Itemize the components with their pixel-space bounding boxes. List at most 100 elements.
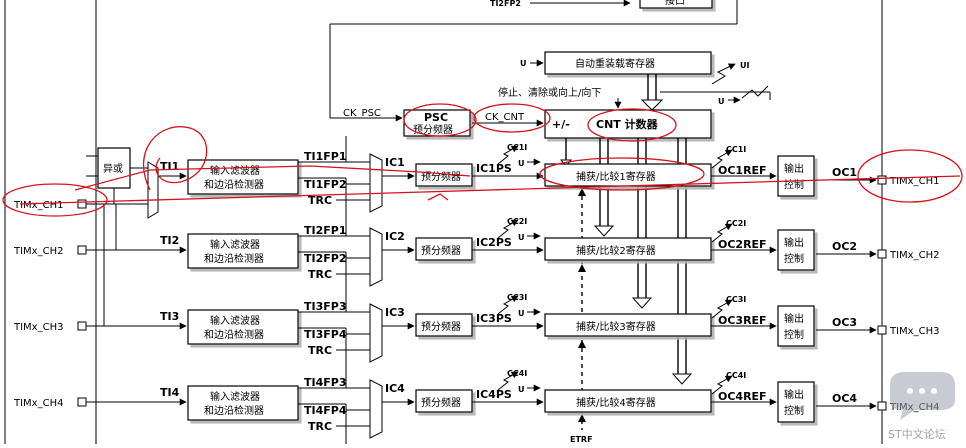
output-control-ch4 [777,381,815,423]
cc-out-zigzag-ch2 [711,223,733,243]
ic-mux-ch2 [369,227,383,287]
top-ti2fp2-label: TI2FP2 [490,0,521,8]
fp-a-label-ch2: TI2FP1 [304,224,346,237]
prescaler-box-ch4 [415,389,473,413]
trc-label-ch3: TRC [308,344,332,357]
red-circle-cnt [587,108,677,142]
capture-register-label-ch4: 捕获/比较4寄存器 [576,396,656,409]
output-ctrl-label2-ch3: 控制 [784,328,804,341]
filter-box-ch4 [187,385,299,421]
pin-label-ch3: TIMx_CH3 [13,322,63,333]
ic-label-ch1: IC1 [385,156,405,169]
cc-u-label-ch1: U [518,159,525,168]
red-circle-ch1-out [857,149,963,203]
fp-a-label-ch4: TI4FP3 [304,376,346,389]
red-circle-ti1 [143,126,208,191]
ti-label-ch1: TI1 [160,160,179,173]
psc-title: PSC [424,111,448,124]
cnt-title: CNT 计数器 [596,117,659,131]
output-control-ch3 [777,305,815,347]
oc-label-ch3: OC3 [832,316,857,329]
cc-out-label-ch4: CC4I [726,371,746,380]
red-line-through-ch1 [19,175,961,205]
cc-out-zigzag-ch3 [711,299,733,319]
ui-label: UI [740,61,749,70]
etrf-arrow-3 [578,340,586,348]
fp-a-label-ch3: TI3FP3 [304,300,346,313]
cci-zigzag-ch1 [497,145,519,165]
red-mark [427,193,449,201]
cnt-u-zigzag [741,85,769,99]
filter-label1-ch2: 输入滤波器 [210,238,260,251]
auto-reload-register [544,51,712,75]
red-annotations [2,103,963,217]
pin-label-ch2: TIMx_CH2 [13,246,63,257]
out-pin-square-ch4 [877,401,887,411]
ti-label-ch2: TI2 [160,234,179,247]
bus-arrow-3 [631,297,653,309]
red-circle-ccr1 [539,157,705,191]
auto-reload-label: 自动重装载寄存器 [575,57,655,70]
watermark-text: ST中文论坛 [888,427,946,441]
cc-out-label-ch1: CC1I [726,145,746,154]
ic-label-ch2: IC2 [385,230,405,243]
oc-label-ch1: OC1 [832,166,857,179]
cci-zigzag-ch4 [497,371,519,391]
cc-out-zigzag-ch4 [711,375,733,395]
output-ctrl-label2-ch2: 控制 [784,252,804,265]
ref-label-ch1: OC1REF [718,164,767,177]
auto-reload-u-label: U [520,59,527,68]
prescaler-label-ch3: 预分频器 [421,320,461,333]
prescaler-box-ch1 [415,163,473,187]
red-path-ch1 [74,165,471,191]
cc-out-label-ch2: CC2I [726,219,746,228]
out-pin-square-ch2 [877,249,887,259]
out-pin-label-ch2: TIMx_CH2 [889,250,939,261]
ic-mux-ch1 [369,153,383,213]
fp-b-label-ch4: TI4FP4 [304,404,347,417]
cc-u-label-ch3: U [518,309,525,318]
capture-register-label-ch1: 捕获/比较1寄存器 [576,170,656,183]
filter-box-ch3 [187,309,299,345]
ref-label-ch2: OC2REF [718,238,767,251]
trc-label-ch1: TRC [308,194,332,207]
filter-label2-ch2: 和边沿检测器 [204,252,264,265]
filter-label1-ch1: 输入滤波器 [210,164,260,177]
cc-u-label-ch2: U [518,233,525,242]
red-circle-ck-cnt [473,103,551,133]
pin-label-ch1: TIMx_CH1 [13,200,63,211]
capture-register-ch3 [544,313,712,337]
prescaler-box-ch2 [415,237,473,261]
ps-label-ch2: IC2PS [476,236,512,249]
cc-out-zigzag-ch1 [711,149,733,169]
cnt-plusminus: +/- [552,118,570,131]
filter-label2-ch1: 和边沿检测器 [204,178,264,191]
ps-label-ch1: IC1PS [476,162,512,175]
trc-label-ch2: TRC [308,268,332,281]
ck-cnt-label: CK_CNT [485,112,525,123]
capture-register-ch4 [544,389,712,413]
bus-arrow-4 [671,373,693,385]
etrf-arrow-4 [578,414,586,422]
output-control-ch2 [777,229,815,271]
prescaler-box-ch3 [415,313,473,337]
out-pin-label-ch1: TIMx_CH1 [889,176,939,187]
pin-square-ch3 [77,321,87,331]
pin-label-ch4: TIMx_CH4 [13,398,63,409]
capture-register-label-ch2: 捕获/比较2寄存器 [576,244,656,257]
ti1-mux [147,161,159,219]
ti-label-ch4: TI4 [160,386,180,399]
ui-signal-arrow [711,63,736,85]
etrf-label: ETRF [570,435,593,444]
xor-label: 异或 [103,163,123,175]
fp-b-label-ch3: TI3FP4 [304,328,347,341]
ic-mux-ch4 [369,379,383,439]
fp-a-label-ch1: TI1FP1 [304,150,346,163]
filter-box-ch2 [187,233,299,269]
ck-psc-label: CK_PSC [343,108,381,119]
out-pin-square-ch3 [877,325,887,335]
out-pin-label-ch3: TIMx_CH3 [889,326,939,337]
output-ctrl-label1-ch2: 输出 [784,236,804,249]
interface-label: 接口 [665,0,685,7]
